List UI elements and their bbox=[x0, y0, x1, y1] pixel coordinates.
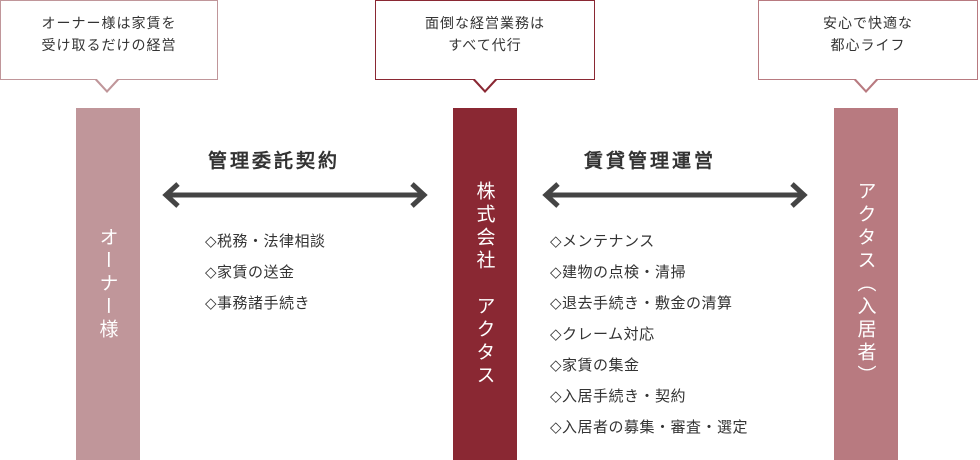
rental-management-list: ◇メンテナンス ◇建物の点検・清掃 ◇退去手続き・敷金の清算 ◇クレーム対応 ◇… bbox=[550, 226, 748, 443]
list-item: ◇家賃の送金 bbox=[205, 263, 295, 281]
list-item: ◇退去手続き・敷金の清算 bbox=[550, 294, 733, 312]
owner-label: オーナー様 bbox=[96, 226, 119, 342]
list-item: ◇入居手続き・契約 bbox=[550, 387, 687, 405]
owner-bubble: オーナー様は家賃を 受け取るだけの経営 bbox=[0, 0, 218, 80]
management-contract-list: ◇税務・法律相談 ◇家賃の送金 ◇事務諸手続き bbox=[205, 226, 326, 319]
list-item: ◇家賃の集金 bbox=[550, 356, 640, 374]
company-column: 株式会社 アクタス bbox=[453, 108, 517, 460]
owner-bubble-line-1: オーナー様は家賃を bbox=[41, 16, 177, 32]
list-item: ◇税務・法律相談 bbox=[205, 232, 326, 250]
company-label: 株式会社 アクタス bbox=[473, 180, 496, 388]
list-item: ◇入居者の募集・審査・選定 bbox=[550, 418, 749, 436]
tenant-bubble: 安心で快適な 都心ライフ bbox=[758, 0, 978, 80]
rental-management-heading: 賃貸管理運営 bbox=[584, 150, 717, 172]
owner-bubble-line-2: 受け取るだけの経営 bbox=[41, 38, 177, 54]
management-contract-heading: 管理委託契約 bbox=[208, 150, 341, 172]
company-bubble-line-1: 面倒な経営業務は bbox=[425, 16, 545, 32]
tenant-bubble-line-1: 安心で快適な bbox=[823, 16, 913, 32]
list-item: ◇メンテナンス bbox=[550, 232, 655, 250]
company-bubble: 面倒な経営業務は すべて代行 bbox=[375, 0, 595, 80]
tenant-label: アクタス（入居者） bbox=[854, 180, 877, 388]
tenant-column: アクタス（入居者） bbox=[834, 108, 898, 460]
company-bubble-line-2: すべて代行 bbox=[448, 38, 522, 54]
owner-column: オーナー様 bbox=[76, 108, 140, 460]
left-double-arrow bbox=[162, 182, 428, 208]
list-item: ◇クレーム対応 bbox=[550, 325, 655, 343]
right-double-arrow bbox=[542, 182, 808, 208]
list-item: ◇建物の点検・清掃 bbox=[550, 263, 687, 281]
tenant-bubble-line-2: 都心ライフ bbox=[830, 38, 906, 54]
list-item: ◇事務諸手続き bbox=[205, 294, 311, 312]
